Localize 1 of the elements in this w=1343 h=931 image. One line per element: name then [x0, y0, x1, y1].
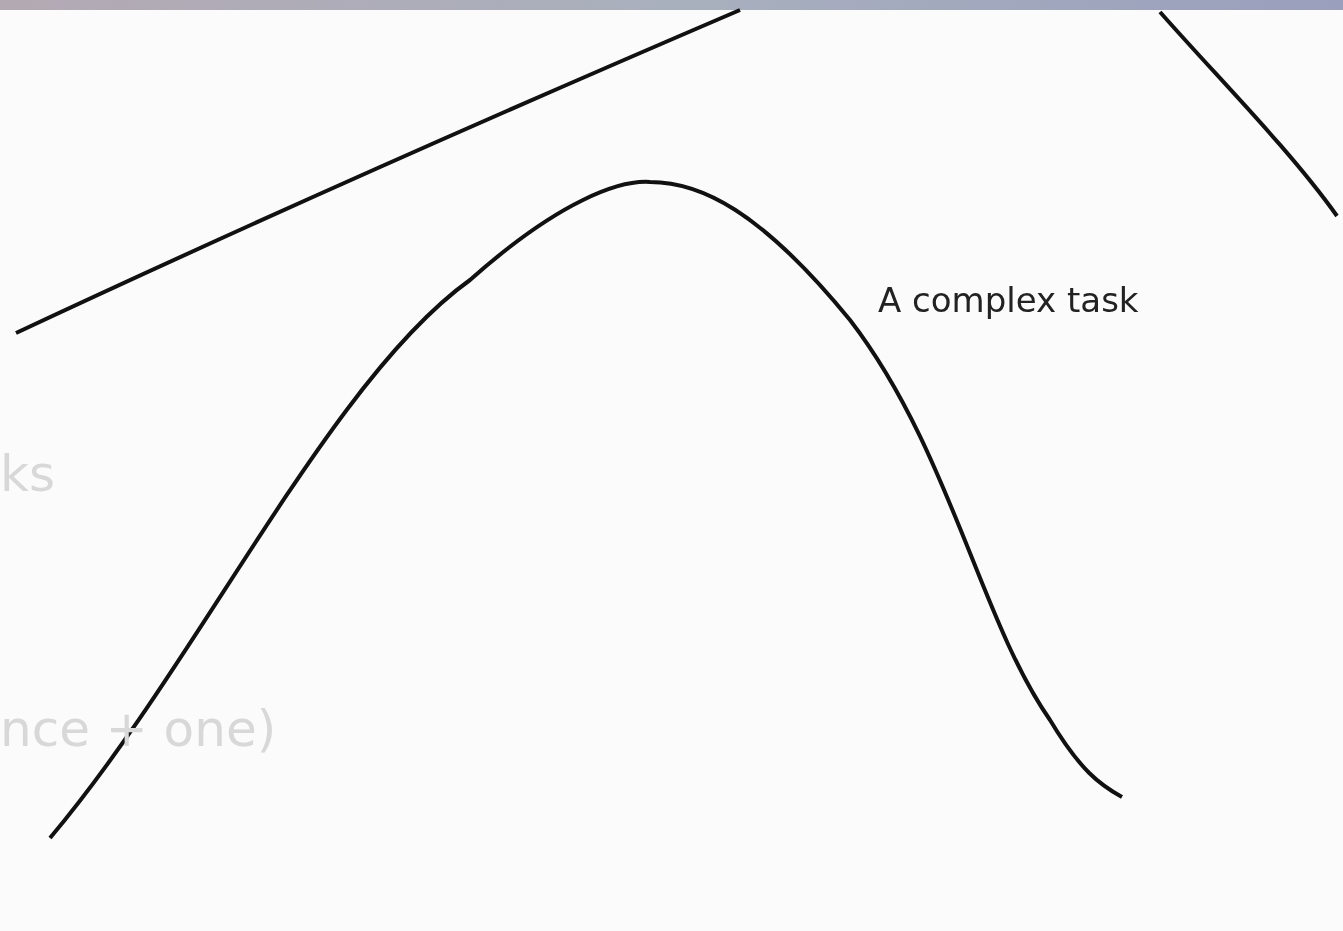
curve-label: A complex task: [878, 280, 1139, 320]
